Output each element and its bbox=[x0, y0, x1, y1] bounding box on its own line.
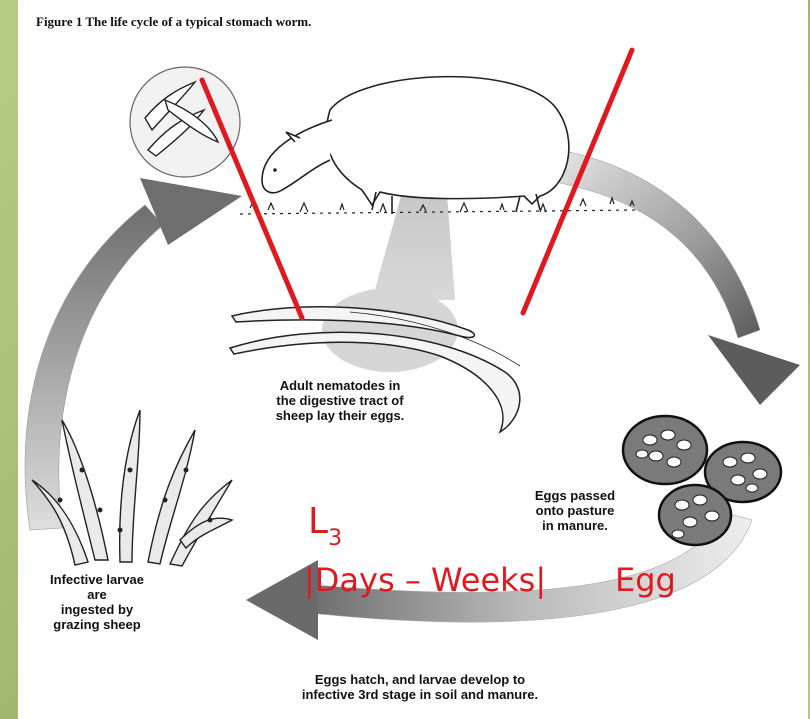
eggs-label-line-2: onto pasture bbox=[510, 503, 640, 518]
eggs-label-line-1: Eggs passed bbox=[510, 488, 640, 503]
egg-annotation: Egg bbox=[615, 560, 676, 600]
figure-title: Figure 1 The life cycle of a typical sto… bbox=[36, 14, 311, 30]
worm-inset bbox=[130, 67, 240, 177]
hatch-label-line-1: Eggs hatch, and larvae develop to bbox=[230, 672, 610, 687]
stage-letter: L bbox=[308, 501, 328, 542]
larvae-label-line-4: grazing sheep bbox=[22, 617, 172, 632]
grass-with-larvae bbox=[32, 410, 232, 566]
adult-nematodes-label: Adult nematodes in the digestive tract o… bbox=[240, 378, 440, 423]
adult-label-line-1: Adult nematodes in bbox=[240, 378, 440, 393]
cycle-arrow-right bbox=[555, 150, 800, 405]
stage-l3-annotation: L3 bbox=[308, 502, 342, 559]
sheep-illustration bbox=[262, 77, 569, 214]
larvae-label-line-2: are bbox=[22, 587, 172, 602]
duration-annotation: |Days – Weeks| bbox=[304, 560, 546, 600]
stage-subscript: 3 bbox=[328, 526, 342, 551]
eggs-label-line-3: in manure. bbox=[510, 518, 640, 533]
eggs-passed-label: Eggs passed onto pasture in manure. bbox=[510, 488, 640, 533]
larvae-label-line-3: ingested by bbox=[22, 602, 172, 617]
larvae-label-line-1: Infective larvae bbox=[22, 572, 172, 587]
adult-label-line-3: sheep lay their eggs. bbox=[240, 408, 440, 423]
hatch-label-line-2: infective 3rd stage in soil and manure. bbox=[230, 687, 610, 702]
eggs-hatch-label: Eggs hatch, and larvae develop to infect… bbox=[230, 672, 610, 702]
adult-label-line-2: the digestive tract of bbox=[240, 393, 440, 408]
infective-larvae-label: Infective larvae are ingested by grazing… bbox=[22, 572, 172, 632]
